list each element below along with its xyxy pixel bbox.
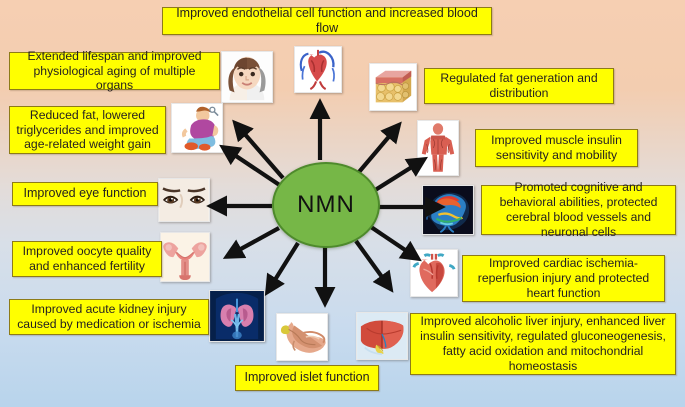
callout-liver[interactable]: Improved alcoholic liver injury, enhance… <box>410 313 676 375</box>
callout-cognitive-label: Promoted cognitive and behavioral abilit… <box>499 180 658 239</box>
callout-muscle-label: Improved muscle insulin sensitivity and … <box>491 133 622 162</box>
callout-kidney-label: Improved acute kidney injury caused by m… <box>17 302 201 331</box>
muscle-body-icon <box>417 120 459 176</box>
callout-fat-regulate-label: Regulated fat generation and distributio… <box>440 71 598 100</box>
brain-icon <box>422 185 474 235</box>
callout-islet-label: Improved islet function <box>244 370 370 385</box>
liver-icon <box>356 312 408 360</box>
heart-icon <box>410 249 458 297</box>
callout-oocyte[interactable]: Improved oocyte quality and enhanced fer… <box>12 241 162 277</box>
pancreas-icon <box>276 313 328 361</box>
callout-endothelial[interactable]: Improved endothelial cell function and i… <box>162 5 492 35</box>
callout-fat-regulate[interactable]: Regulated fat generation and distributio… <box>424 68 614 104</box>
callout-endothelial-label: Improved endothelial cell function and i… <box>176 5 478 35</box>
adipose-tissue-icon <box>369 63 417 111</box>
eyes-icon <box>158 178 210 222</box>
arrow-to-fat-loss <box>219 144 283 188</box>
nmn-label: NMN <box>297 191 355 218</box>
arrow-to-oocyte <box>222 226 281 259</box>
arrow-to-liver <box>354 239 394 293</box>
callout-oocyte-label: Improved oocyte quality and enhanced fer… <box>22 244 152 273</box>
callout-islet[interactable]: Improved islet function <box>235 365 379 391</box>
arrow-to-fat-regulate <box>357 121 402 174</box>
callout-cardiac[interactable]: Improved cardiac ischemia-reperfusion in… <box>462 255 665 302</box>
callout-lifespan-label: Extended lifespan and improved physiolog… <box>27 48 202 93</box>
callout-kidney[interactable]: Improved acute kidney injury caused by m… <box>9 299 209 335</box>
kidneys-icon <box>209 290 265 342</box>
nmn-center-node: NMN <box>272 162 380 248</box>
callout-cardiac-label: Improved cardiac ischemia-reperfusion in… <box>477 256 650 300</box>
arrow-to-lifespan <box>232 119 285 180</box>
callout-fat-loss[interactable]: Reduced fat, lowered triglycerides and i… <box>9 106 166 154</box>
aging-woman-icon <box>221 51 273 103</box>
callout-fat-loss-label: Reduced fat, lowered triglycerides and i… <box>16 107 159 152</box>
heart-vessels-icon <box>294 46 342 93</box>
callout-eye-label: Improved eye function <box>23 186 147 201</box>
callout-eye[interactable]: Improved eye function <box>12 182 158 206</box>
callout-liver-label: Improved alcoholic liver injury, enhance… <box>420 314 666 373</box>
uterus-icon <box>160 232 210 282</box>
obese-person-icon <box>171 103 223 153</box>
arrow-to-muscle <box>370 156 428 194</box>
callout-cognitive[interactable]: Promoted cognitive and behavioral abilit… <box>481 180 676 239</box>
arrow-to-kidney <box>264 241 300 296</box>
callout-muscle[interactable]: Improved muscle insulin sensitivity and … <box>475 129 638 167</box>
callout-lifespan[interactable]: Extended lifespan and improved physiolog… <box>9 49 220 92</box>
